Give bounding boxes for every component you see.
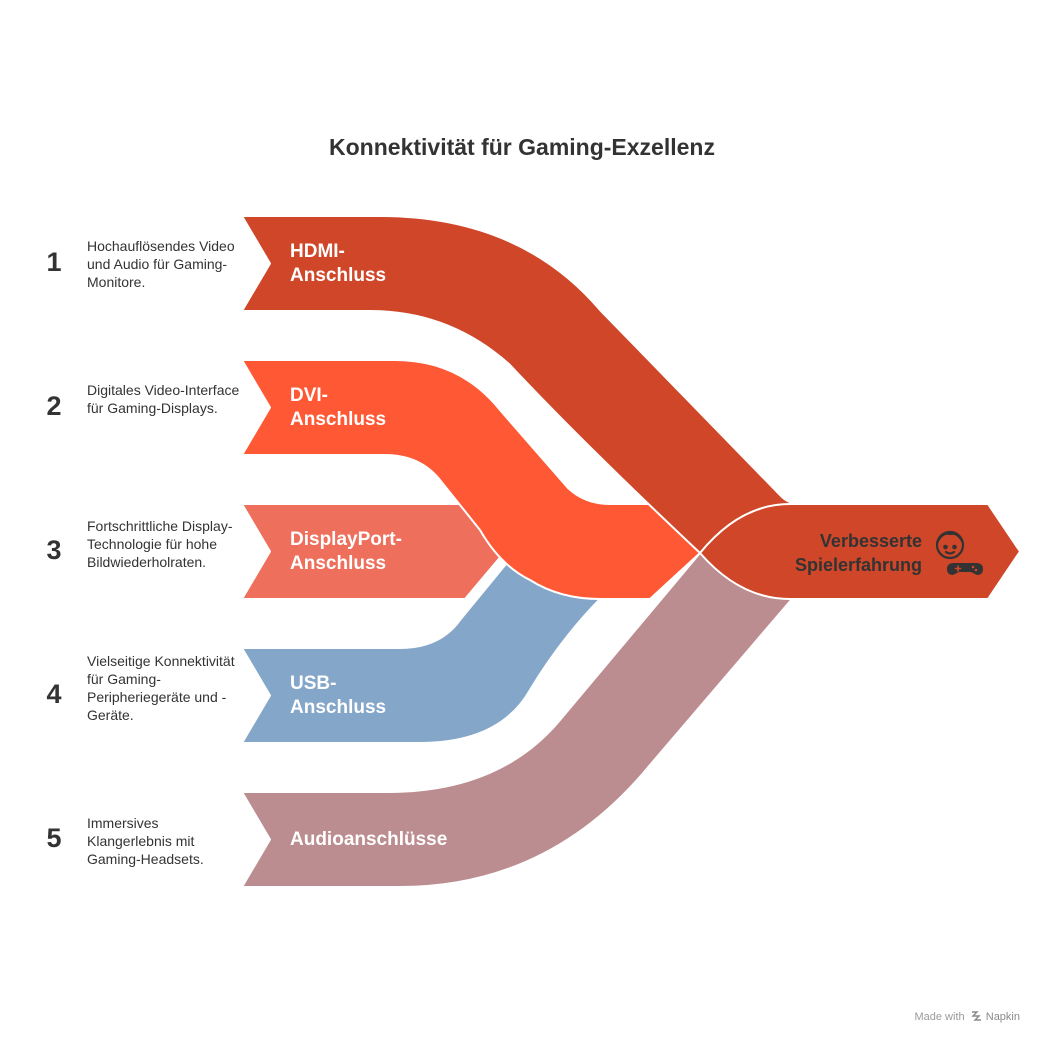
watermark-brand: Napkin — [985, 1011, 1020, 1023]
item-number: 1 — [46, 247, 62, 277]
gamer-with-controller-icon — [935, 530, 983, 575]
item-description: Digitales Video-Interface für Gaming-Dis… — [87, 382, 240, 416]
item-description: Immersives Klangerlebnis mit Gaming-Head… — [87, 815, 204, 867]
napkin-logo-icon — [970, 1011, 981, 1021]
watermark: Made with Napkin — [914, 1010, 1020, 1023]
item-number: 3 — [46, 535, 62, 565]
hdmi-label: HDMI- Anschluss — [290, 241, 387, 286]
audio-label: Audioanschlüsse — [290, 829, 448, 850]
displayport-label: DisplayPort- Anschluss — [290, 529, 402, 574]
item-number: 4 — [46, 679, 62, 709]
hdmi-band — [241, 215, 801, 554]
item-number: 2 — [46, 391, 62, 421]
watermark-prefix: Made with — [914, 1011, 965, 1023]
result-label: Verbesserte Spielerfahrung — [794, 531, 922, 575]
dvi-band — [241, 359, 701, 600]
audio-band — [241, 552, 793, 888]
usb-band — [241, 552, 601, 744]
item-description: Vielseitige Konnektivität für Gaming-Per… — [87, 653, 235, 723]
result-arrow — [699, 503, 1021, 600]
dvi-label: DVI- Anschluss — [290, 385, 387, 430]
item-description: Hochauflösendes Video und Audio für Gami… — [87, 238, 235, 290]
item-number: 5 — [46, 823, 62, 853]
item-description: Fortschrittliche Display-Technologie für… — [87, 518, 233, 570]
usb-label: USB- Anschluss — [290, 673, 387, 718]
diagram-title: Konnektivität für Gaming-Exzellenz — [329, 134, 715, 160]
